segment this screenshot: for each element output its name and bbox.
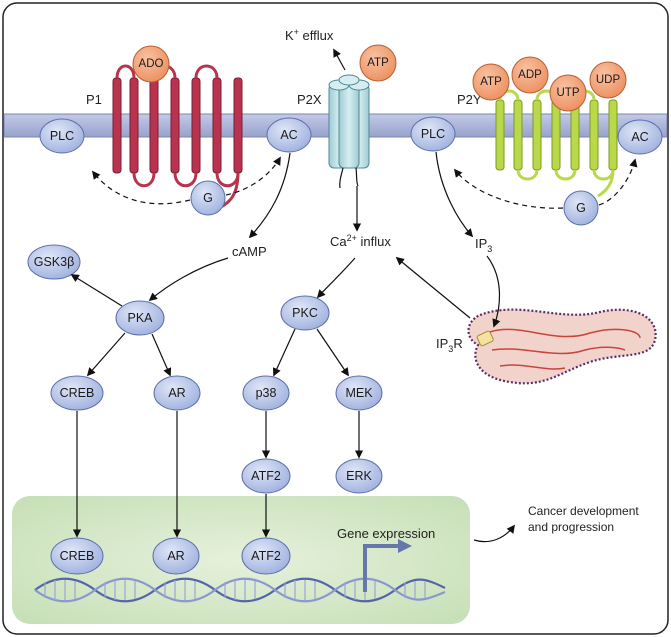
pkc-node — [280, 295, 330, 331]
atp-ligand-p2y — [472, 63, 510, 101]
endoplasmic-reticulum — [467, 308, 657, 385]
p2y-receptor — [495, 99, 618, 171]
ip3-receptor — [476, 330, 494, 347]
creb-label: CREB — [60, 386, 95, 400]
atf2-label: ATF2 — [251, 469, 281, 483]
k-efflux-arrow — [333, 48, 346, 71]
camp-label: cAMP — [232, 244, 267, 259]
gene-expression-label: Gene expression — [337, 526, 435, 541]
ac-right-node — [617, 119, 663, 155]
erk-node — [335, 458, 383, 494]
adp-label: ADP — [518, 69, 542, 81]
nuclear-ar-label: AR — [167, 549, 184, 563]
mek-label: MEK — [345, 386, 373, 400]
adp-ligand — [511, 56, 549, 94]
creb-node — [50, 375, 104, 411]
atp-p2x-label: ATP — [367, 57, 389, 69]
atp-ligand-p2x — [359, 44, 397, 82]
outcome-line-1: Cancer development — [528, 504, 639, 518]
pka-label: PKA — [127, 311, 153, 325]
plc-left-node — [39, 118, 85, 154]
plc-left-label: PLC — [50, 129, 74, 143]
transcription-arrow — [363, 544, 400, 592]
atf2-node — [241, 458, 291, 494]
nuclear-creb-label: CREB — [60, 549, 95, 563]
g-right-label: G — [576, 201, 586, 215]
erk-label: ERK — [346, 469, 372, 483]
nuclear-ar-node — [152, 537, 200, 575]
transcription-arrowhead — [398, 539, 412, 553]
ca-influx-label: Ca2+ influx — [330, 233, 391, 249]
dna-helix — [34, 577, 446, 603]
g-left-label: G — [203, 191, 213, 205]
ip3r-label: IP3R — [436, 336, 463, 354]
p38-node — [242, 375, 290, 411]
gsk3b-node — [27, 244, 81, 280]
k-efflux-label: K+ efflux — [285, 27, 334, 43]
g-right-node — [563, 190, 599, 226]
ac-left-node — [266, 117, 312, 153]
udp-label: UDP — [596, 74, 621, 86]
ar-label: AR — [168, 386, 185, 400]
ar-node — [153, 375, 201, 411]
mek-node — [335, 375, 383, 411]
p2x-channel — [328, 74, 370, 189]
atp-p2y-label: ATP — [480, 76, 502, 88]
ado-label: ADO — [139, 58, 164, 70]
p2y-label: P2Y — [457, 92, 482, 107]
utp-ligand — [549, 74, 587, 112]
p38-label: p38 — [256, 386, 277, 400]
ac-left-label: AC — [280, 128, 297, 142]
p1-label: P1 — [86, 92, 102, 107]
udp-ligand — [589, 61, 627, 99]
ip3-label: IP3 — [475, 236, 492, 254]
gsk3b-label: GSK3β — [34, 255, 75, 269]
outcome-line-2: and progression — [528, 520, 614, 534]
nuclear-atf2-node — [241, 537, 291, 575]
pkc-label: PKC — [292, 306, 318, 320]
ac-right-label: AC — [631, 130, 648, 144]
p2x-label: P2X — [297, 92, 322, 107]
plc-right-label: PLC — [421, 127, 445, 141]
signaling-arrows — [70, 151, 501, 538]
pka-node — [115, 300, 165, 336]
nuclear-creb-node — [50, 537, 104, 575]
g-left-node — [190, 180, 226, 216]
g-activation-arrows — [91, 156, 638, 209]
nuclear-atf2-label: ATF2 — [251, 549, 281, 563]
utp-label: UTP — [557, 87, 580, 99]
ado-ligand — [132, 45, 170, 83]
outcome-arrow — [473, 524, 516, 543]
plc-right-node — [410, 116, 456, 152]
